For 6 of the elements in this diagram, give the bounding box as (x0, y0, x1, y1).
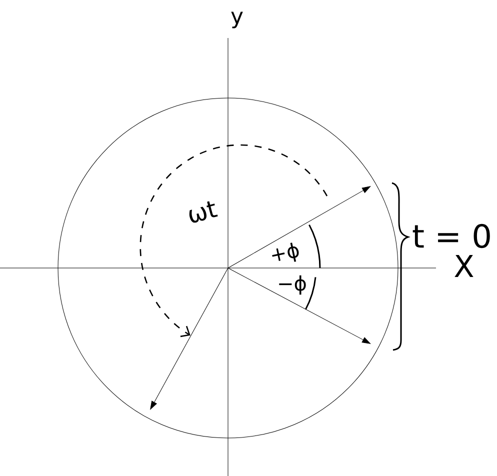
axis-label: X (454, 255, 474, 277)
axis-label: t = 0 (412, 224, 490, 248)
axis-label: ωt (189, 201, 218, 223)
axis-label: y (231, 12, 243, 28)
axis-label: +ϕ (272, 242, 299, 262)
axis-label: −ϕ (279, 275, 306, 295)
